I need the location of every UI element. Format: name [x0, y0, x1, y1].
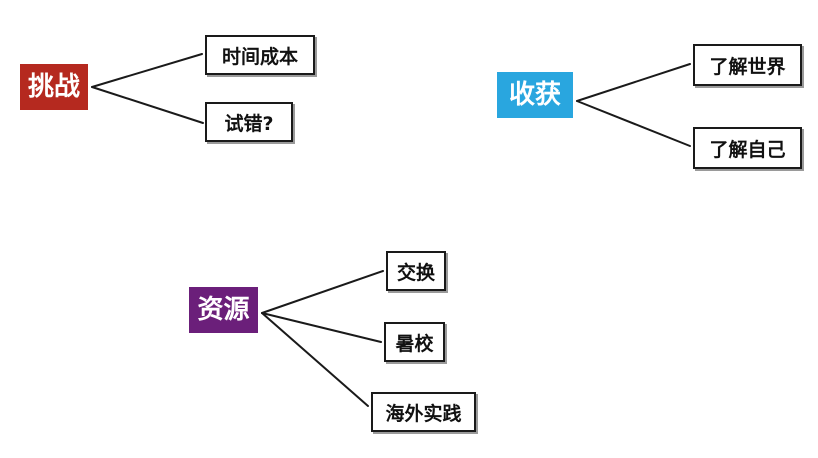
leaf-know-world: 了解世界 [693, 44, 802, 86]
connector-challenge-time-cost [91, 53, 203, 88]
leaf-exchange: 交换 [386, 251, 446, 291]
node-challenge: 挑战 [20, 64, 88, 110]
connector-challenge-trial [91, 86, 204, 124]
node-harvest: 收获 [497, 72, 573, 118]
connector-resources-summer [261, 312, 382, 343]
leaf-overseas-practice: 海外实践 [371, 392, 476, 432]
leaf-time-cost: 时间成本 [205, 35, 315, 75]
leaf-summer-school: 暑校 [384, 322, 445, 362]
node-resources: 资源 [189, 287, 258, 333]
leaf-trial-and-error: 试错? [205, 102, 293, 142]
connector-harvest-know-world [576, 63, 691, 102]
leaf-know-self: 了解自己 [693, 127, 802, 169]
connector-resources-exchange [261, 270, 384, 314]
connector-harvest-know-self [576, 100, 691, 147]
connector-resources-overseas [261, 312, 369, 407]
